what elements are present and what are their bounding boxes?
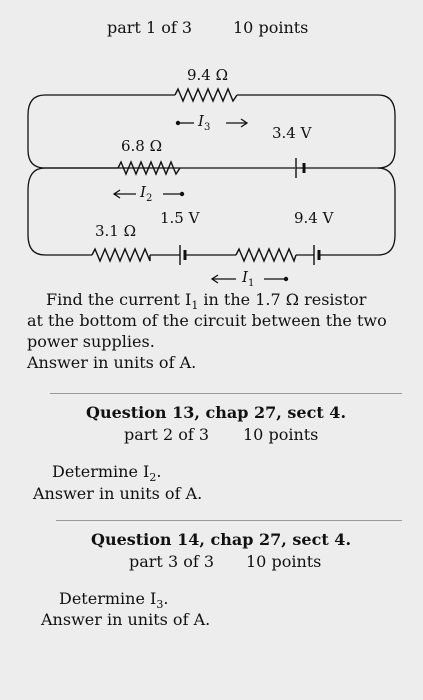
q13-answer-units: Answer in units of A. — [33, 484, 203, 503]
q12-line-2: at the bottom of the circuit between the… — [27, 311, 387, 330]
q13-points: 10 points — [243, 425, 319, 444]
resistor-middle — [117, 160, 181, 176]
arrow-i3-icon — [175, 118, 249, 128]
arrow-i1-icon — [210, 274, 289, 284]
battery-top-right — [295, 158, 315, 178]
label-r-middle: 6.8 Ω — [121, 137, 163, 155]
arrow-i2-icon — [112, 189, 185, 199]
q14-points: 10 points — [246, 552, 322, 571]
battery-bottom-left — [179, 245, 187, 265]
q13-part: part 2 of 3 — [124, 425, 210, 444]
part-label: part 1 of 3 — [107, 18, 193, 37]
divider-2 — [56, 520, 402, 521]
q14-part: part 3 of 3 — [129, 552, 215, 571]
label-i1: I1 — [242, 268, 255, 289]
q12-line-1: Find the current I1 in the 1.7 Ω resisto… — [46, 290, 367, 313]
label-r-top: 9.4 Ω — [187, 66, 229, 84]
q12-line-3: power supplies. — [27, 332, 155, 351]
battery-bottom-right — [313, 245, 321, 265]
divider-1 — [50, 393, 402, 394]
q14-prompt: Determine I3. — [59, 589, 169, 612]
q12-answer-units: Answer in units of A. — [27, 353, 197, 372]
resistor-top — [174, 87, 238, 103]
label-r-bottom-left: 3.1 Ω — [95, 222, 137, 240]
points-label: 10 points — [233, 18, 309, 37]
circuit-diagram — [27, 87, 396, 284]
top-loop-wire — [27, 94, 396, 169]
q13-prompt: Determine I2. — [52, 462, 162, 485]
q14-title: Question 14, chap 27, sect 4. — [91, 530, 352, 549]
label-v-bottom-left: 1.5 V — [160, 209, 200, 227]
label-i3: I3 — [198, 112, 211, 133]
q13-title: Question 13, chap 27, sect 4. — [86, 403, 347, 422]
label-v-top-right: 3.4 V — [272, 124, 312, 142]
bottom-loop-wire — [27, 167, 396, 256]
label-i2: I2 — [140, 183, 153, 204]
label-v-bottom-right: 9.4 V — [294, 209, 334, 227]
q14-answer-units: Answer in units of A. — [41, 610, 211, 629]
resistor-bottom-left — [91, 247, 151, 263]
resistor-bottom-middle — [235, 247, 297, 263]
